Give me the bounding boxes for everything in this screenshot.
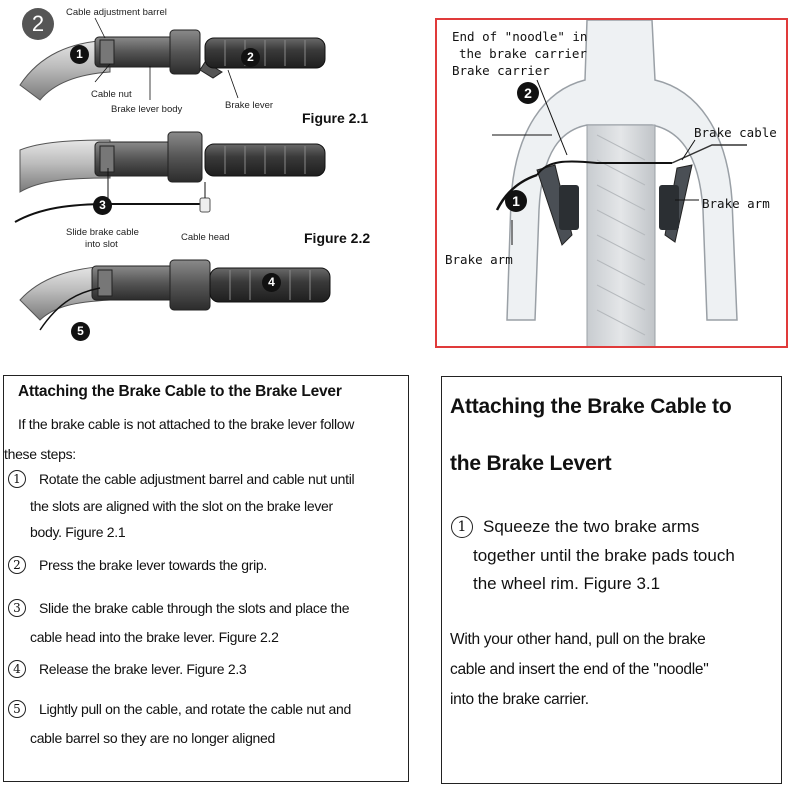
- label-brake-cable: Brake cable: [694, 125, 777, 140]
- label-brake-arm-right: Brake arm: [702, 196, 770, 211]
- brake-arm-illustration: [492, 20, 747, 346]
- label-cable-head: Cable head: [181, 232, 230, 243]
- carrier-step-1-line-3: the wheel rim. Figure 3.1: [473, 574, 661, 593]
- callout-4-badge: 4: [262, 273, 281, 292]
- label-cable-adjustment-barrel: Cable adjustment barrel: [66, 7, 167, 18]
- lever-illustration: [14, 17, 331, 331]
- callout-2-badge: 2: [517, 82, 539, 104]
- step-3-line-2: cable head into the brake lever. Figure …: [30, 629, 279, 645]
- callout-2-badge: 2: [241, 48, 260, 67]
- carrier-step-1-line-2: together until the brake pads touch: [473, 546, 735, 565]
- figure-2-1-caption: Figure 2.1: [302, 110, 369, 126]
- step-5-number: 5: [8, 700, 26, 718]
- label-noodle-end-line1: End of "noodle" in: [452, 29, 588, 44]
- lever-instructions-title: Attaching the Brake Cable to the Brake L…: [18, 383, 342, 400]
- label-slide-cable-line2: into slot: [85, 239, 118, 250]
- label-slide-cable-line1: Slide brake cable: [66, 227, 139, 238]
- step-3-number: 3: [8, 599, 26, 617]
- lever-figure-panel: 2 Cable adjustment barrel Cable nut Brak…: [0, 0, 410, 350]
- step-1-line-1: Rotate the cable adjustment barrel and c…: [39, 471, 355, 487]
- carrier-step-1-number: 1: [451, 516, 473, 538]
- brake-arm-figure-panel: End of "noodle" in the brake carrier Bra…: [435, 18, 788, 348]
- step-4-line-1: Release the brake lever. Figure 2.3: [39, 661, 247, 677]
- carrier-instructions-box: Attaching the Brake Cable to the Brake L…: [441, 376, 782, 784]
- step-5-line-1: Lightly pull on the cable, and rotate th…: [39, 701, 351, 717]
- carrier-para-line-2: cable and insert the end of the "noodle": [450, 661, 709, 678]
- lever-assembly-2-1: [19, 29, 326, 101]
- step-number-badge: 2: [22, 8, 54, 40]
- intro-line-1: If the brake cable is not attached to th…: [18, 416, 355, 432]
- step-4-number: 4: [8, 660, 26, 678]
- label-brake-lever: Brake lever: [225, 100, 274, 111]
- step-5-line-2: cable barrel so they are no longer align…: [30, 730, 276, 746]
- label-brake-arm-left: Brake arm: [445, 252, 513, 267]
- callout-5-badge: 5: [71, 322, 90, 341]
- lever-instructions-box: Attaching the Brake Cable to the Brake L…: [3, 375, 409, 782]
- callout-3-badge: 3: [93, 196, 112, 215]
- label-brake-lever-body: Brake lever body: [111, 104, 183, 115]
- carrier-title-line-2: the Brake Levert: [450, 452, 612, 475]
- label-cable-nut: Cable nut: [91, 89, 132, 100]
- step-2-line-1: Press the brake lever towards the grip.: [39, 557, 267, 573]
- intro-line-2: these steps:: [4, 446, 76, 462]
- step-1-line-2: the slots are aligned with the slot on t…: [30, 498, 333, 514]
- figure-2-2-caption: Figure 2.2: [304, 230, 371, 246]
- step-2-number: 2: [8, 556, 26, 574]
- step-1-number: 1: [8, 470, 26, 488]
- callout-1-badge: 1: [70, 45, 89, 64]
- carrier-para-line-3: into the brake carrier.: [450, 691, 589, 708]
- label-noodle-end-line2: the brake carrier: [459, 46, 587, 61]
- callout-1-badge: 1: [505, 190, 527, 212]
- label-brake-carrier: Brake carrier: [452, 63, 550, 78]
- lever-assembly-2-2: [14, 131, 326, 223]
- carrier-step-1-line-1: Squeeze the two brake arms: [483, 517, 700, 536]
- step-3-line-1: Slide the brake cable through the slots …: [39, 600, 350, 616]
- step-1-line-3: body. Figure 2.1: [30, 524, 126, 540]
- carrier-title-line-1: Attaching the Brake Cable to: [450, 395, 732, 418]
- carrier-para-line-1: With your other hand, pull on the brake: [450, 631, 706, 648]
- lever-assembly-2-3: [19, 259, 331, 331]
